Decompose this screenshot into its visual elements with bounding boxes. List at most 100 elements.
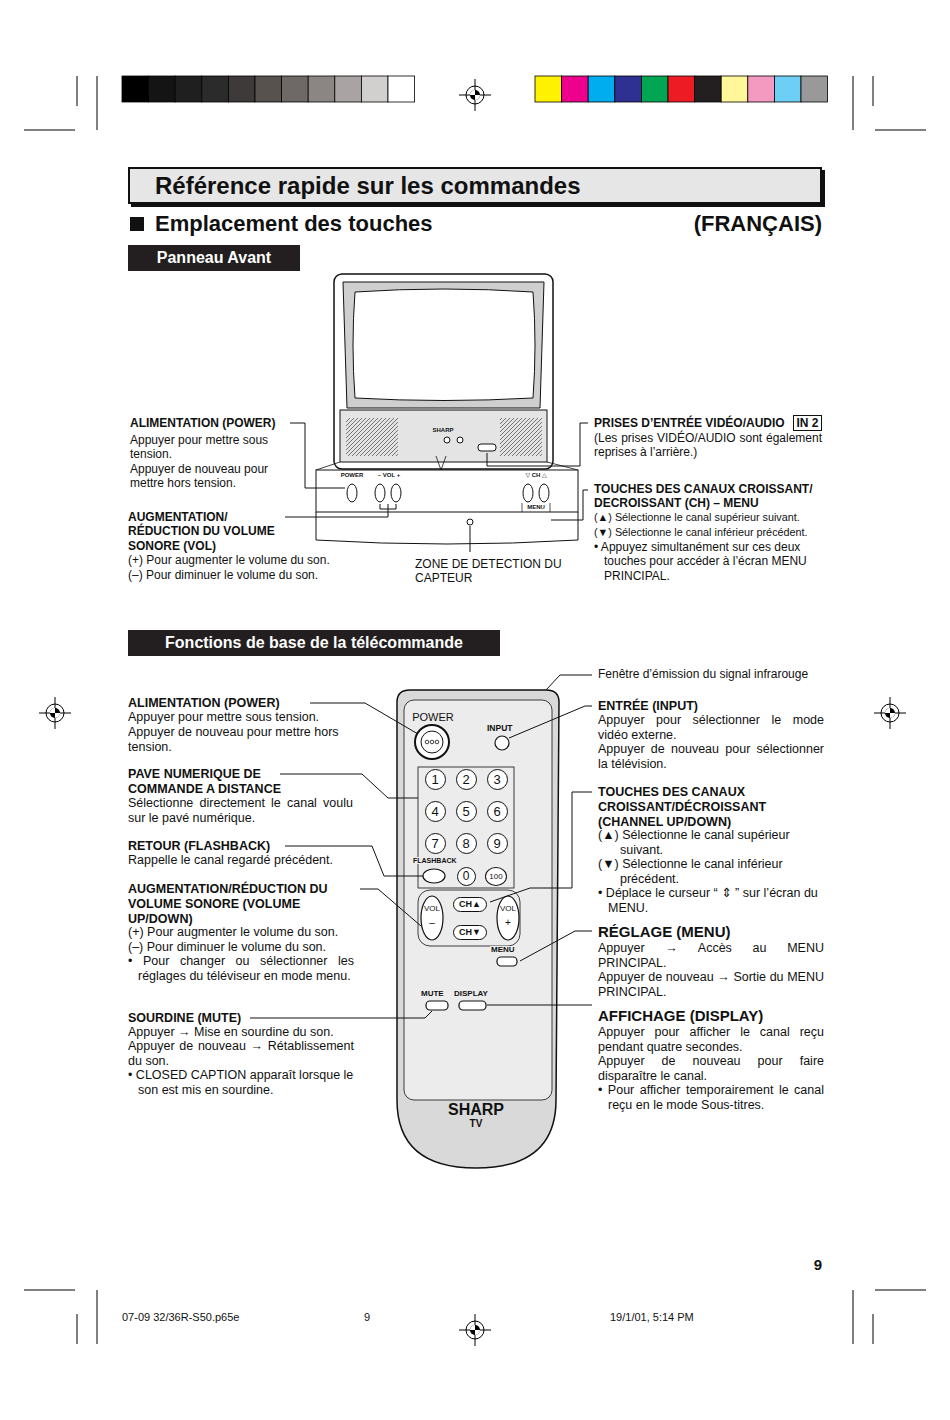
button-label: VOL [498,905,518,913]
section-heading: (FRANÇAIS) [560,211,822,237]
keypad-button: 2 [456,769,477,790]
channel-button: CH▲ [453,897,487,912]
callout-text: Sélectionne directement le canal voulu s… [128,796,353,826]
button-label: VOL [422,905,442,913]
callout-text: Appuyer pour afficher le canal reçu pend… [598,1025,824,1055]
callout-heading: TOUCHES DES CANAUX CROISSANT/ DECROISSAN… [594,482,826,511]
node-text: 5 [462,804,469,819]
callout-text: Appuyer de nouveau pour sélectionner la … [598,742,824,772]
callout-text: Appuyer de nouveau pour mettre hors tens… [128,725,360,755]
button-label: – [426,917,438,929]
node-text: 6 [493,804,500,819]
panel-label: – VOL + [372,472,406,478]
callout-text: (Les prises VIDÉO/AUDIO sont également r… [594,431,822,460]
callout-text: (+) Pour augmenter le volume du son. [128,553,388,567]
node-text: IN 2 [796,416,818,430]
callout-text: (–) Pour diminuer le volume du son. [128,940,368,955]
button-label: POWER [410,711,456,724]
node-text: 8 [462,836,469,851]
keypad-button: 100 [485,867,507,886]
keypad-button: 1 [425,769,446,790]
callout-text: Appuyer pour sélectionner le mode vidéo … [598,713,824,743]
node-text: 0 [463,869,470,883]
node-text: CH▼ [459,927,481,937]
button-label: FLASHBACK [412,857,458,864]
button-label: INPUT [486,724,514,733]
callout-heading: PAVE NUMERIQUE DE COMMANDE A DISTANCE [128,767,298,797]
panel-label: MENU [522,504,550,510]
callout-heading: RÉGLAGE (MENU) [598,923,824,941]
node-text: Fonctions de base de la télécommande [165,634,463,652]
logo-text: SHARP [420,1100,532,1119]
callout-heading: SOURDINE (MUTE) [128,1011,328,1026]
section-band: Fonctions de base de la télécommande [128,630,500,656]
callout-text: Fenêtre d’émission du signal infrarouge [598,667,830,681]
footer-text: 07-09 32/36R-S50.p65e [122,1311,342,1324]
section-band: Panneau Avant [128,245,300,271]
callout-text: • Pour afficher temporairement le canal … [598,1083,824,1113]
node-text: 4 [431,804,438,819]
bullet-square [130,217,144,231]
footer-text: 9 [355,1311,379,1324]
callout-heading: AUGMENTATION/RÉDUCTION DU VOLUME SONORE … [128,882,354,927]
crop-marks [24,76,926,1344]
keypad-button: 5 [456,801,477,822]
node-text: 9 [493,836,500,851]
callout-text: • CLOSED CAPTION apparaît lorsque le son… [128,1068,358,1098]
node-text: Panneau Avant [157,249,271,267]
callout-heading: RETOUR (FLASHBACK) [128,839,328,854]
button-label: + [502,917,514,929]
keypad-button: 9 [487,833,508,854]
callout-text: (▲) Sélectionne le canal supérieur suiva… [594,511,826,524]
callout-text: Appuyer de nouveau → Rétablissement du s… [128,1039,354,1069]
panel-label: ▽ CH △ [518,472,554,478]
channel-button: CH▼ [453,925,487,940]
callout-text: Appuyer de nouveau pour faire disparaîtr… [598,1054,824,1084]
page-number: 9 [790,1256,822,1274]
callout-text: Appuyer de nouveau → Sortie du MENU PRIN… [598,970,824,1000]
callout-text: • Appuyez simultanément sur ces deux tou… [594,540,824,583]
logo-text: SHARP [427,427,459,433]
leader-lines [285,423,588,552]
node-text: CH▲ [459,899,481,909]
title-box: Référence rapide sur les commandes [128,167,822,204]
callout-text: (▼) Sélectionne le canal inférieur précé… [598,857,824,887]
remote-illustration [397,690,559,1168]
callout-heading: ZONE DE DETECTION DU CAPTEUR [415,557,565,586]
button-label: DISPLAY [453,990,489,998]
section-heading: Emplacement des touches [155,211,575,237]
callout-text: Appuyer → Mise en sourdine du son. [128,1025,358,1040]
logo-text: TV [420,1118,532,1130]
callout-text: (▲) Sélectionne le canal supérieur suiva… [598,828,824,858]
callout-heading: ALIMENTATION (POWER) [130,416,300,430]
node-text: 3 [493,772,500,787]
tv-illustration [316,274,578,544]
keypad-button: 4 [425,801,446,822]
node-text: 2 [462,772,469,787]
callout-heading: TOUCHES DES CANAUX CROISSANT/DÉCROISSANT… [598,785,824,830]
callout-heading: ENTRÉE (INPUT) [598,699,824,714]
callout-text: • Pour changer ou sélectionner les régla… [128,954,354,984]
callout-text: Rappelle le canal regardé précédent. [128,853,368,868]
callout-text: Appuyer pour mettre sous tension. [130,433,290,462]
button-label: MUTE [420,990,445,998]
node-text: 7 [431,836,438,851]
callout-text: (+) Pour augmenter le volume du son. [128,925,368,940]
keypad-button: 7 [425,833,446,854]
node-text: 1 [431,772,438,787]
callout-text: • Déplace le curseur “ ⇕ ” sur l’écran d… [598,886,824,916]
panel-label: POWER [334,472,370,478]
callout-text: (–) Pour diminuer le volume du son. [128,568,388,582]
node-text: 100 [489,872,502,881]
page-title: Référence rapide sur les commandes [130,169,820,202]
keypad-button: 0 [457,867,476,886]
jack-label-box: IN 2 [793,415,822,431]
callout-heading: PRISES D’ENTRÉE VIDÉO/AUDIO [594,416,792,430]
keypad-button: 3 [487,769,508,790]
keypad-button: 6 [487,801,508,822]
callout-text: Appuyer → Accès au MENU PRINCIPAL. [598,941,824,971]
callout-heading: AFFICHAGE (DISPLAY) [598,1007,824,1025]
callout-text: Appuyer de nouveau pour mettre hors tens… [130,462,290,491]
callout-heading: AUGMENTATION/ RÉDUCTION DU VOLUME SONORE… [128,510,296,553]
